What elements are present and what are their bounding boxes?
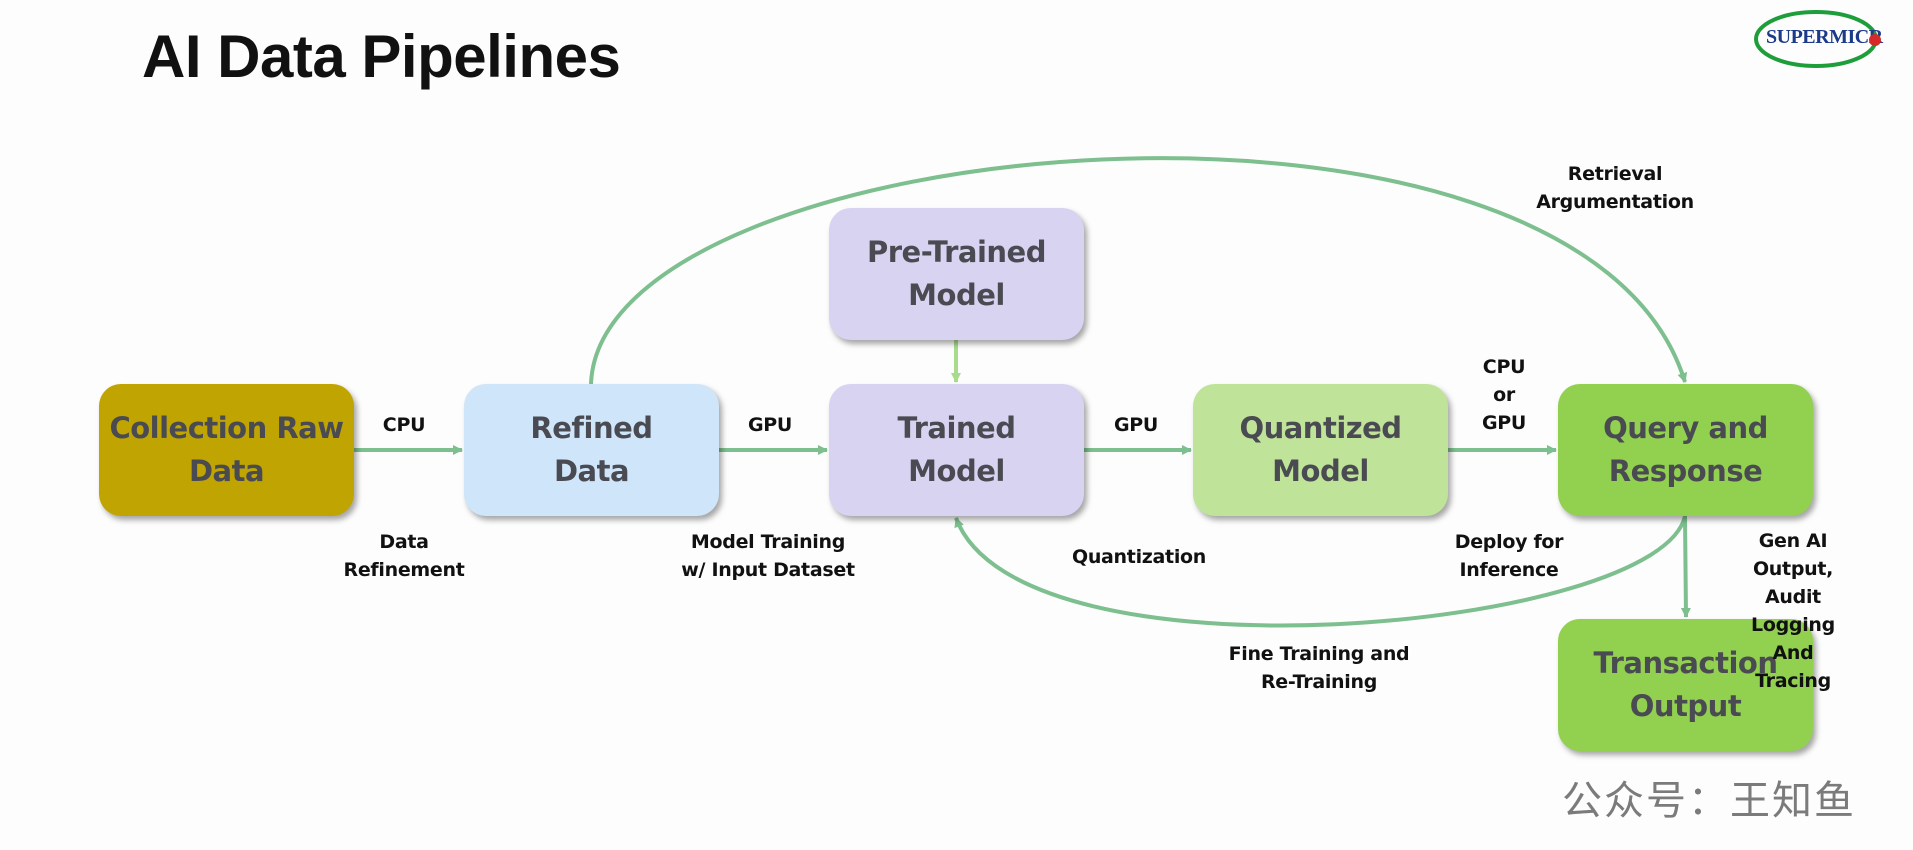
node-collection-raw-data: Collection Raw Data — [99, 384, 354, 516]
label-cpu: CPU — [382, 414, 426, 436]
label-gen-ai-output: Gen AI Output, Audit Logging And Tracing — [1751, 530, 1835, 692]
label-gpu-2: GPU — [1113, 414, 1159, 436]
logo-text: SUPERMICR — [1766, 26, 1883, 48]
node-label: Collection Raw Data — [109, 411, 344, 488]
node-refined-data: Refined Data — [464, 384, 719, 516]
label-data-refinement: Data Refinement — [343, 531, 465, 581]
node-label: Transaction Output — [1593, 646, 1778, 723]
node-trained-model: Trained Model — [829, 384, 1084, 516]
node-query-and-response: Query and Response — [1558, 384, 1813, 516]
label-model-training: Model Training w/ Input Dataset — [681, 531, 855, 581]
node-label: Trained Model — [897, 411, 1016, 488]
label-deploy-for-inference: Deploy for Inference — [1454, 531, 1564, 581]
node-label: Refined Data — [530, 411, 653, 488]
node-transaction-output: Transaction Output — [1558, 619, 1813, 751]
node-quantized-model: Quantized Model — [1193, 384, 1448, 516]
label-quantization: Quantization — [1071, 546, 1207, 568]
slide-title: AI Data Pipelines — [142, 23, 621, 90]
label-gpu: GPU — [747, 414, 793, 436]
node-pre-trained-model: Pre-Trained Model — [829, 208, 1084, 340]
node-label: Query and Response — [1603, 411, 1768, 488]
node-label: Pre-Trained Model — [867, 235, 1046, 312]
label-fine-training: Fine Training and Re-Training — [1228, 643, 1410, 693]
label-retrieval-argumentation: Retrieval Argumentation — [1536, 163, 1694, 213]
node-label: Quantized Model — [1239, 411, 1402, 488]
watermark: 公众号：王知鱼 — [1562, 778, 1856, 824]
label-cpu-or-gpu: CPU or GPU — [1481, 356, 1527, 434]
arrow-retrieval-argumentation — [589, 156, 1688, 385]
arrow-query-to-transaction — [1680, 515, 1691, 618]
logo-dot-icon — [1869, 34, 1881, 46]
arrow-fine-training — [954, 515, 1687, 628]
